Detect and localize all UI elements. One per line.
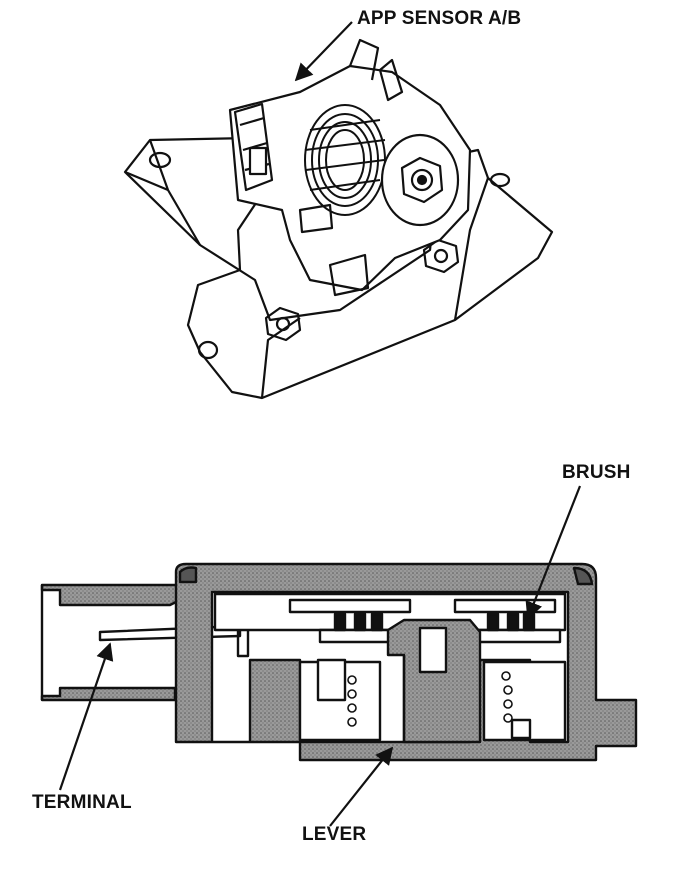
shaft-nut bbox=[380, 133, 460, 227]
bolt bbox=[264, 306, 302, 342]
spring-left bbox=[347, 675, 357, 727]
brush-contacts-left bbox=[333, 612, 384, 632]
lever-section bbox=[386, 618, 482, 744]
leader-lines bbox=[58, 21, 582, 827]
connector-tube bbox=[40, 583, 182, 607]
bracket-hole bbox=[489, 172, 511, 188]
upper-clip bbox=[348, 38, 404, 102]
brush-contacts-right bbox=[486, 612, 536, 632]
lever-label: LEVER bbox=[302, 824, 367, 845]
app-sensor-assembly-drawing bbox=[123, 38, 554, 400]
app-sensor-leader bbox=[294, 21, 353, 82]
return-spring-coil bbox=[304, 104, 386, 216]
brush-leader bbox=[525, 485, 582, 620]
terminal-leader bbox=[58, 642, 114, 791]
sensor-connector bbox=[233, 102, 274, 192]
terminal-label: TERMINAL bbox=[32, 792, 132, 813]
brush-label: BRUSH bbox=[562, 462, 631, 483]
spring-right bbox=[501, 671, 513, 723]
bracket-hole bbox=[197, 340, 219, 360]
circuit-board bbox=[288, 598, 412, 614]
lever-leader bbox=[329, 746, 394, 827]
lever-slot bbox=[418, 626, 448, 674]
app-sensor-label: APP SENSOR A/B bbox=[357, 8, 522, 29]
sensor-cross-section bbox=[40, 562, 638, 762]
bracket-hole bbox=[148, 151, 172, 169]
